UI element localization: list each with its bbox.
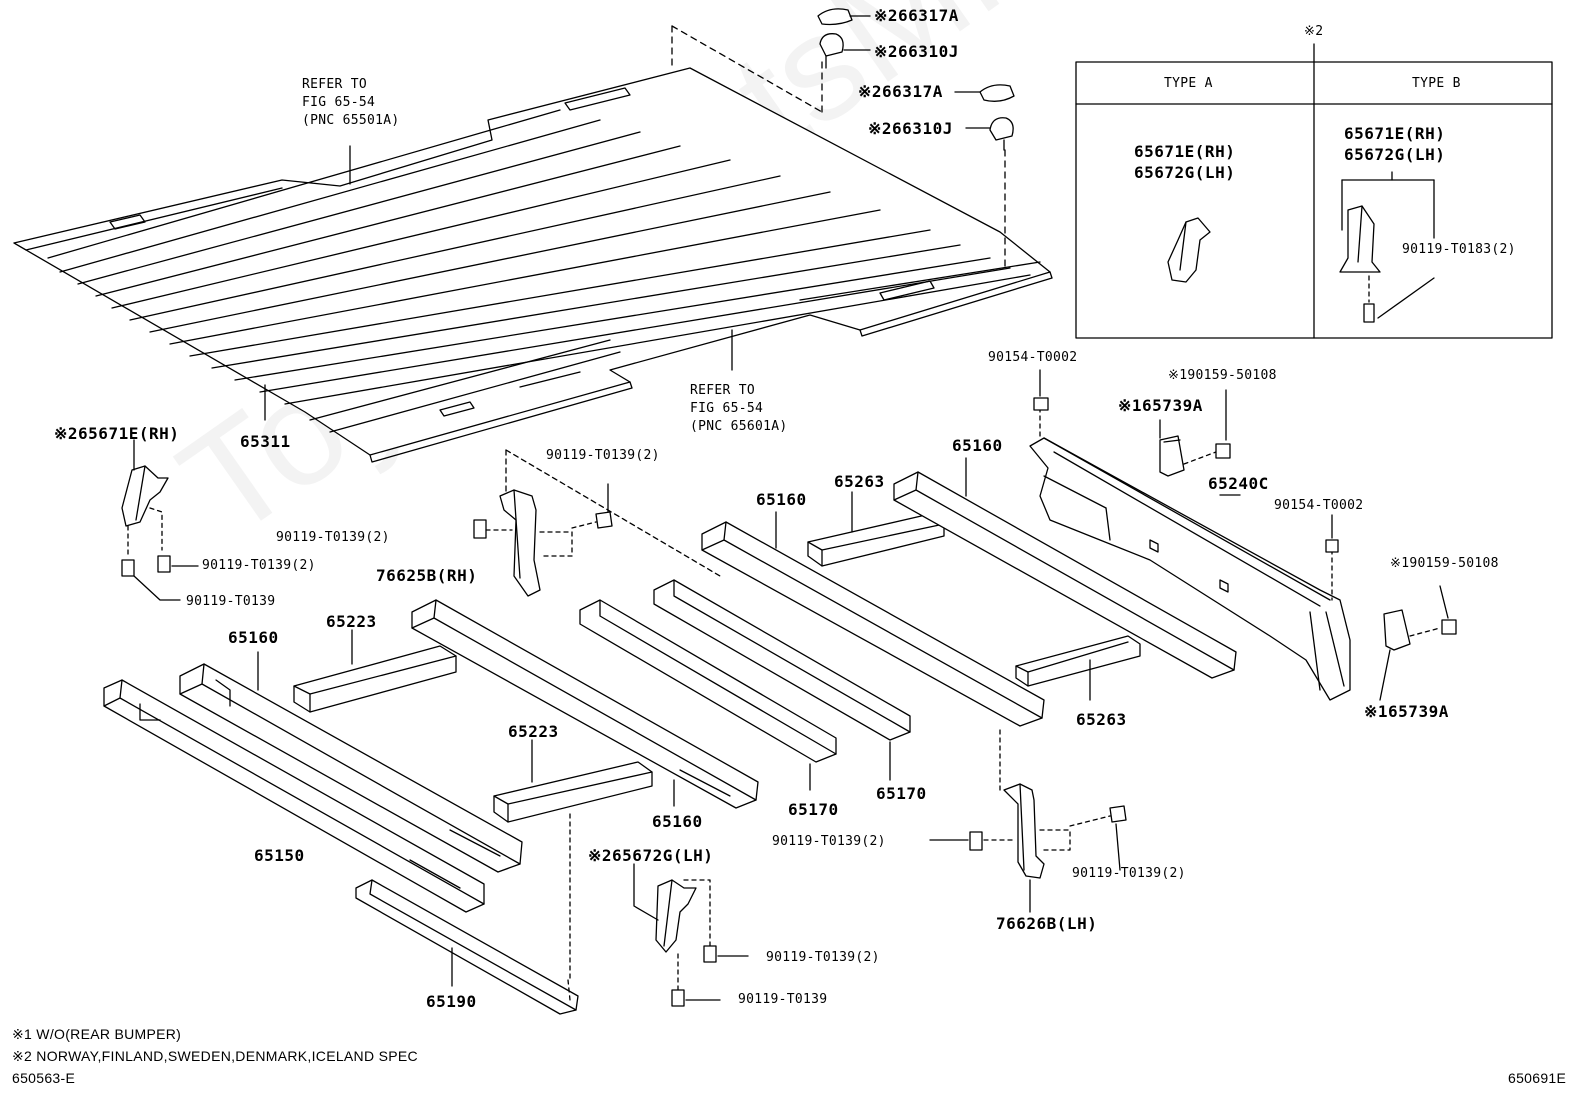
member-65223-bottom: [493, 739, 653, 823]
label-bolt-76626-left: 90119-T0139(2): [772, 834, 886, 849]
label-bracket-lh-bottom: ※265672G(LH): [588, 846, 714, 865]
label-bolt-rh-b: 90119-T0139: [186, 594, 276, 609]
reference-right: 650691E: [1508, 1070, 1567, 1086]
label-65263-bottom: 65263: [1076, 710, 1127, 729]
crossmember-65240C: [1029, 369, 1351, 701]
footnote-1: ※1 W/O(REAR BUMPER): [12, 1026, 182, 1042]
member-65190: [355, 813, 579, 1015]
inset-type-b-heading: TYPE B: [1412, 76, 1461, 91]
label-65170-right: 65170: [876, 784, 927, 803]
label-bracket-76625: 76625B(RH): [376, 566, 478, 585]
label-bracket-rh-top: ※265671E(RH): [54, 424, 180, 443]
sill-65160-far-right: [893, 457, 1237, 679]
member-65263-bottom: [1015, 635, 1141, 701]
inset-type-a-heading: TYPE A: [1164, 76, 1213, 91]
label-65223-bottom: 65223: [508, 722, 559, 741]
label-bracket-76626: 76626B(LH): [996, 914, 1098, 933]
sill-65160-right: [701, 511, 1045, 791]
bracket-65739A-bottom: [1379, 585, 1457, 701]
label-sill-65160-center: 65160: [652, 812, 703, 831]
bracket-76626B-lh: [929, 783, 1127, 913]
label-crossmember-65240: 65240C: [1208, 474, 1269, 493]
label-bolt-90159-top: ※190159-50108: [1168, 368, 1277, 383]
label-sill-65160-right: 65160: [756, 490, 807, 509]
label-65223-top: 65223: [326, 612, 377, 631]
reference-left: 650563-E: [12, 1070, 76, 1086]
label-bracket-65739-top: ※165739A: [1118, 396, 1203, 415]
label-65263-top: 65263: [834, 472, 885, 491]
label-refer-rear: REFER TO FIG 65-54 (PNC 65601A): [690, 383, 788, 434]
inset-type-b-part-rh: 65671E(RH): [1344, 124, 1446, 143]
label-sill-65160-far-right: 65160: [952, 436, 1003, 455]
cap-66317A-mid: [979, 84, 1015, 102]
label-bolt-76625-left: 90119-T0139(2): [276, 530, 390, 545]
bracket-65671E-rh: [121, 439, 199, 601]
label-bolt-lh-a: 90119-T0139(2): [766, 950, 880, 965]
label-bracket-65739-bottom: ※165739A: [1364, 702, 1449, 721]
floor-panel-65311: [13, 67, 1053, 463]
label-bolt-90154-mid: 90154-T0002: [1274, 498, 1364, 513]
label-65190: 65190: [426, 992, 477, 1011]
footnote-2: ※2 NORWAY,FINLAND,SWEDEN,DENMARK,ICELAND…: [12, 1048, 418, 1064]
bracket-76625B-rh: [473, 449, 721, 597]
bracket-65739A-top: [1159, 389, 1231, 477]
inset-type-b-bolt: 90119-T0183(2): [1402, 242, 1516, 257]
label-floor-panel: 65311: [240, 432, 291, 451]
label-sill-65160-left: 65160: [228, 628, 279, 647]
label-65150: 65150: [254, 846, 305, 865]
label-bolt-76625-top: 90119-T0139(2): [546, 448, 660, 463]
sill-65150: [103, 679, 485, 913]
label-65170-left: 65170: [788, 800, 839, 819]
label-bolt-lh-b: 90119-T0139: [738, 992, 828, 1007]
label-bolt-76626-right: 90119-T0139(2): [1072, 866, 1186, 881]
label-hook-mid: ※266310J: [868, 119, 953, 138]
label-cap-mid: ※266317A: [858, 82, 943, 101]
label-refer-front: REFER TO FIG 65-54 (PNC 65501A): [302, 77, 400, 128]
hook-66310J-top: [819, 33, 844, 69]
cap-66317A-top: [817, 8, 853, 26]
hook-66310J-mid: [989, 117, 1014, 151]
label-hook-top: ※266310J: [874, 42, 959, 61]
inset-header-mark: ※2: [1304, 24, 1324, 39]
label-bolt-rh-a: 90119-T0139(2): [202, 558, 316, 573]
sill-65160-left: [179, 651, 523, 873]
sill-65160-center: [411, 599, 759, 809]
member-65223-top: [293, 629, 457, 713]
inset-box: [1075, 43, 1553, 339]
inset-type-b-part-lh: 65672G(LH): [1344, 145, 1446, 164]
inset-type-a-part-rh: 65671E(RH): [1134, 142, 1236, 161]
member-65170-right: [653, 579, 911, 781]
member-65170-left: [579, 599, 837, 791]
label-bolt-90154-top: 90154-T0002: [988, 350, 1078, 365]
label-bolt-90159-right: ※190159-50108: [1390, 556, 1499, 571]
bracket-65672G-lh: [633, 863, 749, 1007]
label-cap-top: ※266317A: [874, 6, 959, 25]
inset-type-a-part-lh: 65672G(LH): [1134, 163, 1236, 182]
